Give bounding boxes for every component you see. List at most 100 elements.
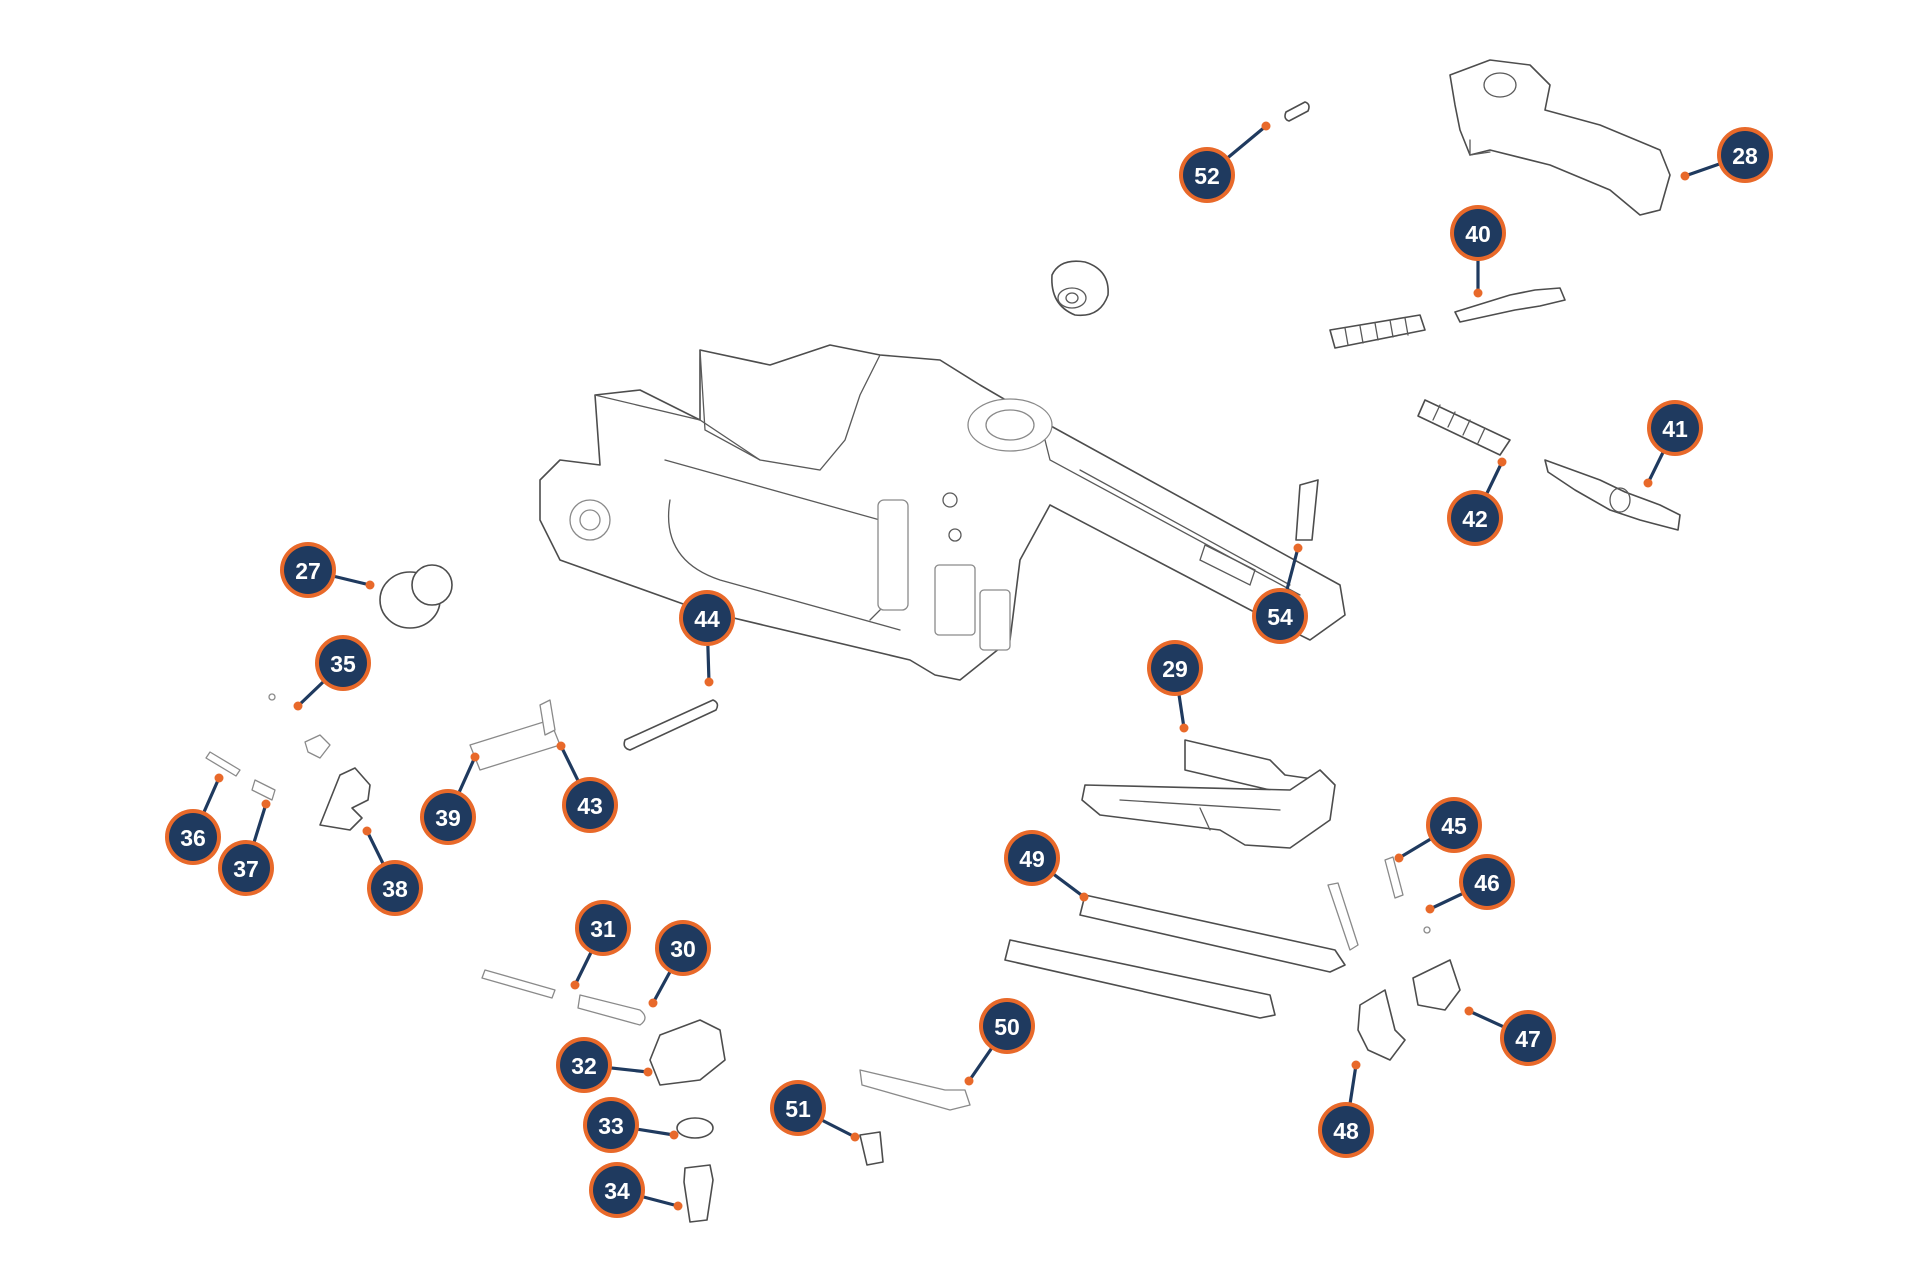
callout-leader-dot: [850, 1132, 860, 1142]
callout-leader-dot: [1680, 171, 1690, 181]
callout-number: 45: [1441, 813, 1467, 839]
part-29-trigger-guard: [1081, 739, 1336, 849]
callout-leader-dot: [214, 773, 224, 783]
callout-number: 36: [180, 825, 206, 851]
callout-35: 35: [293, 635, 371, 711]
part-46-ball: [1423, 926, 1431, 934]
part-51-screw: [859, 1131, 884, 1166]
callout-number: 41: [1662, 416, 1688, 442]
part-46-spring: [1327, 882, 1359, 951]
callout-badge: [371, 864, 419, 912]
callout-badge: [1430, 801, 1478, 849]
part-34-screw: [683, 1164, 714, 1223]
callout-44: 44: [679, 590, 735, 687]
callout-47: 47: [1464, 1006, 1556, 1066]
callout-number: 28: [1732, 143, 1758, 169]
callout-52: 52: [1179, 121, 1271, 203]
callout-leader-dot: [704, 677, 714, 687]
callout-number: 34: [604, 1178, 630, 1204]
parts-layer: [205, 59, 1681, 1223]
callout-48: 48: [1318, 1060, 1374, 1158]
callout-number: 37: [233, 856, 259, 882]
callout-leader-dot: [365, 580, 375, 590]
callout-badge: [587, 1101, 635, 1149]
callout-leader-dot: [556, 741, 566, 751]
callout-45: 45: [1394, 797, 1482, 863]
callout-badge: [1721, 131, 1769, 179]
callout-31: 31: [570, 900, 631, 990]
callout-leader-dot: [964, 1076, 974, 1086]
callout-number: 43: [577, 793, 603, 819]
callout-number: 30: [670, 936, 696, 962]
callout-badge: [284, 546, 332, 594]
callout-leader-dot: [1643, 478, 1653, 488]
part-35-ball: [268, 693, 276, 701]
part-41-striker: [1544, 459, 1681, 531]
callout-number: 29: [1162, 656, 1188, 682]
part-36-pin: [205, 751, 241, 777]
callout-number: 51: [785, 1096, 811, 1122]
callout-badge: [983, 1002, 1031, 1050]
callout-badge: [1183, 151, 1231, 199]
part-32-block: [649, 1019, 726, 1086]
callout-number: 54: [1267, 604, 1293, 630]
callout-badge: [774, 1084, 822, 1132]
part-50-lever: [859, 1069, 971, 1111]
callout-32: 32: [556, 1037, 653, 1093]
part-54-screw: [1295, 479, 1319, 541]
callout-27: 27: [280, 542, 375, 598]
callout-badge: [1463, 858, 1511, 906]
callout-badge: [566, 781, 614, 829]
callout-number: 39: [435, 805, 461, 831]
callout-number: 44: [694, 606, 720, 632]
part-45-pin: [1384, 856, 1404, 899]
part-42-spring: [1417, 399, 1511, 456]
callout-badge: [560, 1041, 608, 1089]
callout-badge: [1151, 644, 1199, 692]
callout-badge: [683, 594, 731, 642]
callout-badge: [659, 924, 707, 972]
part-small-nut: [304, 734, 331, 759]
callout-number: 27: [295, 558, 321, 584]
callout-badge: [1322, 1106, 1370, 1154]
part-44-pin: [623, 699, 719, 751]
callout-42: 42: [1447, 457, 1507, 546]
callout-number: 50: [994, 1014, 1020, 1040]
callout-leader-dot: [1261, 121, 1271, 131]
callout-leader-dot: [1079, 892, 1089, 902]
callout-38: 38: [362, 826, 423, 916]
callout-number: 32: [571, 1053, 597, 1079]
callout-number: 48: [1333, 1118, 1359, 1144]
callout-41: 41: [1643, 400, 1703, 488]
callout-badge: [169, 813, 217, 861]
callout-number: 42: [1462, 506, 1488, 532]
callout-badge: [1454, 209, 1502, 257]
callout-leader-dot: [643, 1067, 653, 1077]
callout-number: 40: [1465, 221, 1491, 247]
callout-badge: [1008, 834, 1056, 882]
part-27-knob: [379, 564, 453, 629]
callout-layer: 2728293031323334353637383940414243444546…: [165, 121, 1773, 1218]
callout-leader-dot: [1179, 723, 1189, 733]
part-38-sear: [319, 767, 371, 831]
callout-badge: [579, 904, 627, 952]
callout-30: 30: [648, 920, 711, 1008]
callout-badge: [1504, 1014, 1552, 1062]
callout-leader-dot: [293, 701, 303, 711]
part-30-31-pins: [481, 969, 646, 1026]
part-47-ejector: [1412, 959, 1461, 1011]
callout-badge: [593, 1166, 641, 1214]
callout-49: 49: [1004, 830, 1089, 902]
callout-29: 29: [1147, 640, 1203, 733]
callout-37: 37: [218, 799, 274, 896]
callout-number: 38: [382, 876, 408, 902]
callout-50: 50: [964, 998, 1035, 1086]
callout-40: 40: [1450, 205, 1506, 298]
callout-leader-dot: [1293, 543, 1303, 553]
callout-leader-dot: [570, 980, 580, 990]
callout-leader-dot: [673, 1201, 683, 1211]
callout-39: 39: [420, 752, 480, 845]
callout-54: 54: [1252, 543, 1308, 644]
callout-badge: [222, 844, 270, 892]
